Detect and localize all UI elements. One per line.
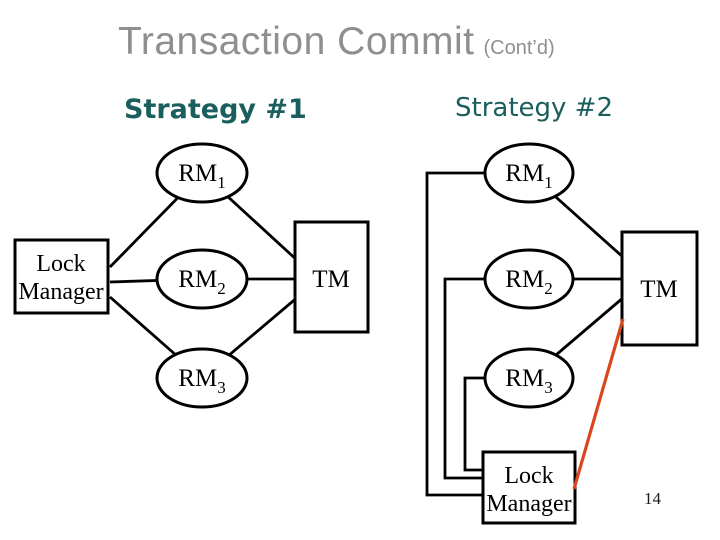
slide-title-suffix: (Cont’d) — [483, 37, 555, 59]
slide-title-text: Transaction Commit — [118, 20, 475, 63]
s2-edge-lockmanager-rm2 — [443, 277, 485, 480]
s1-tm-node — [293, 220, 370, 334]
slide-title: Transaction Commit (Cont’d) — [118, 20, 555, 64]
s2-rm1-label: RM1 — [505, 160, 552, 192]
s2-lock-manager-label-line2: Manager — [486, 491, 571, 517]
s2-rm2-node — [483, 248, 575, 310]
s2-rm3-label: RM3 — [505, 365, 552, 397]
strategy2-heading: Strategy #2 — [455, 93, 613, 123]
page-number: 14 — [644, 489, 661, 508]
s1-lock-manager-label-line2: Manager — [18, 279, 103, 305]
s2-lock-manager-label-line1: Lock — [504, 463, 553, 489]
strategy1-heading: Strategy #1 — [124, 94, 307, 125]
s1-rm1-label: RM1 — [178, 160, 225, 192]
s2-tm-label: TM — [640, 276, 678, 303]
s2-rm3-node — [483, 347, 575, 409]
s2-tm-node — [620, 230, 699, 347]
s2-edge-lockmanager-rm1 — [425, 171, 485, 497]
s1-rm3-node — [155, 347, 249, 409]
s1-rm3-label: RM3 — [178, 365, 225, 397]
s2-rm2-label: RM2 — [505, 266, 552, 298]
s1-rm2-node — [155, 248, 249, 310]
s2-edge-lockmanager-rm3 — [463, 376, 485, 472]
s1-rm2-label: RM2 — [178, 266, 225, 298]
s1-rm1-node — [155, 142, 249, 204]
s2-rm1-node — [483, 142, 575, 204]
s1-tm-label: TM — [312, 266, 350, 293]
s2-edge-tm-lockmanager-highlight — [572, 318, 625, 490]
s1-lock-manager-node — [13, 238, 110, 315]
s1-lock-manager-label-line1: Lock — [36, 251, 85, 277]
